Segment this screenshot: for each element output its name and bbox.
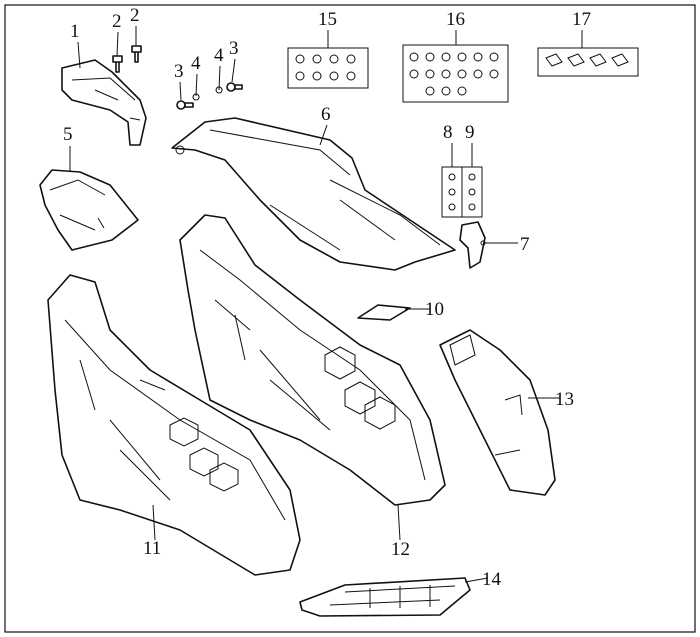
callout-14: 14	[482, 569, 501, 590]
callout-9: 9	[465, 122, 475, 143]
part-13-panel	[439, 329, 556, 496]
callout-17: 17	[572, 9, 591, 30]
part-1-bracket	[61, 59, 147, 146]
part-7-bracket	[459, 221, 486, 269]
callout-8: 8	[443, 122, 453, 143]
part-11-side-panel	[47, 274, 301, 576]
callout-11: 11	[143, 538, 162, 559]
part-2-screws	[112, 45, 142, 73]
callout-3a: 3	[174, 61, 184, 82]
callout-15: 15	[318, 9, 337, 30]
part-12-side-panel	[179, 214, 446, 506]
part-3-4-fasteners	[176, 82, 243, 110]
part-5-cover	[39, 169, 139, 251]
callout-1: 1	[70, 21, 80, 42]
leader-lines	[69, 26, 583, 583]
callout-3b: 3	[229, 38, 239, 59]
callout-2b: 2	[130, 5, 140, 26]
callout-13: 13	[555, 389, 574, 410]
callout-12: 12	[391, 539, 410, 560]
callout-4b: 4	[214, 45, 224, 66]
part-14-tray	[299, 577, 471, 617]
part-10-pad	[357, 304, 411, 321]
callout-7: 7	[520, 234, 530, 255]
part-16-kit	[402, 44, 509, 103]
part-15-kit	[287, 47, 369, 89]
callout-2a: 2	[112, 11, 122, 32]
part-6-top-panel	[171, 117, 456, 271]
callout-16: 16	[446, 9, 465, 30]
callout-5: 5	[63, 124, 73, 145]
part-8-9-kit	[441, 166, 483, 218]
frame-border	[4, 4, 696, 633]
callout-10: 10	[425, 299, 444, 320]
callout-6: 6	[321, 104, 331, 125]
callout-4a: 4	[191, 53, 201, 74]
part-17-kit	[537, 47, 639, 77]
